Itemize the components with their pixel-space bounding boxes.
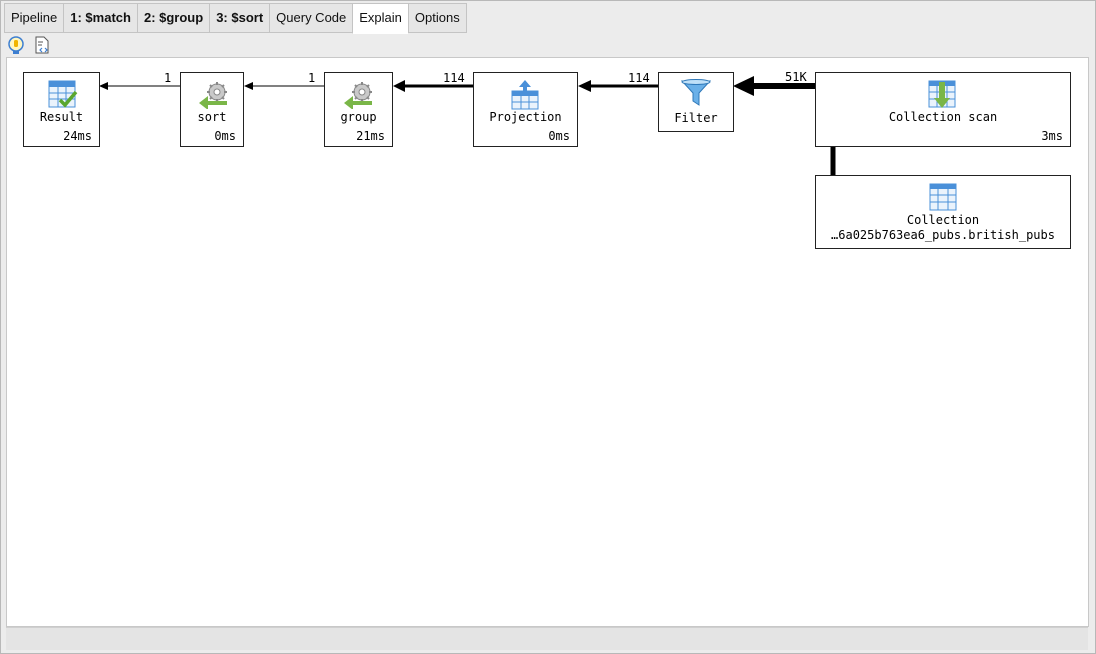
plan-node-projection[interactable]: Projection 0ms	[473, 72, 578, 147]
plan-node-sort-time: 0ms	[214, 129, 236, 143]
plan-node-sort[interactable]: sort 0ms	[180, 72, 244, 147]
plan-node-collection-label: Collection	[906, 213, 980, 227]
lightbulb-icon	[8, 36, 24, 54]
edge-label-group-to-sort: 1	[308, 71, 316, 85]
edge-label-projection-to-group: 114	[443, 71, 465, 85]
table-down-arrow-icon	[928, 80, 956, 108]
tab-pipeline[interactable]: Pipeline	[4, 3, 64, 33]
status-bar	[6, 627, 1088, 650]
explain-document-button[interactable]	[31, 34, 53, 56]
plan-node-collection-scan[interactable]: Collection scan 3ms	[815, 72, 1071, 147]
plan-node-result[interactable]: Result 24ms	[23, 72, 100, 147]
tab-query-code[interactable]: Query Code	[269, 3, 353, 33]
funnel-icon	[681, 79, 711, 106]
tab-match[interactable]: 1: $match	[63, 3, 137, 33]
edge-label-filter-to-projection: 114	[628, 71, 650, 85]
explain-document-icon	[35, 36, 49, 54]
tab-options[interactable]: Options	[407, 3, 467, 33]
edge-label-sort-to-result: 1	[164, 71, 172, 85]
edge-filter-to-projection-arrowhead	[578, 80, 591, 92]
plan-node-collection-scan-time: 3ms	[1041, 129, 1063, 143]
plan-node-filter[interactable]: Filter	[658, 72, 734, 132]
explain-toolbar	[5, 33, 53, 57]
edge-sort-to-result-arrowhead	[99, 82, 108, 90]
plan-node-collection-name: …6a025b763ea6_pubs.british_pubs	[831, 228, 1055, 242]
edge-label-scan-to-filter: 51K	[785, 70, 807, 84]
plan-node-group-label: group	[340, 110, 377, 124]
plan-node-sort-label: sort	[197, 110, 227, 124]
plan-node-projection-label: Projection	[489, 110, 562, 124]
plan-node-group[interactable]: group 21ms	[324, 72, 393, 147]
tab-explain[interactable]: Explain	[352, 3, 408, 34]
table-up-arrow-icon	[511, 80, 539, 110]
lightbulb-button[interactable]	[5, 34, 27, 56]
plan-node-filter-label: Filter	[674, 111, 718, 125]
explain-plan-canvas: 1 1 114 114 51K Result 24ms	[6, 57, 1089, 627]
tab-group[interactable]: 2: $group	[136, 3, 210, 33]
gear-arrow-icon	[344, 82, 372, 109]
table-check-icon	[48, 80, 78, 108]
plan-node-result-label: Result	[39, 110, 84, 124]
plan-node-group-time: 21ms	[356, 129, 385, 143]
edge-projection-to-group-arrowhead	[393, 80, 405, 92]
plan-node-collection[interactable]: Collection …6a025b763ea6_pubs.british_pu…	[815, 175, 1071, 249]
plan-node-result-time: 24ms	[63, 129, 92, 143]
plan-node-projection-time: 0ms	[548, 129, 570, 143]
edge-group-to-sort-arrowhead	[244, 82, 253, 90]
gear-arrow-icon	[199, 82, 227, 109]
plan-node-collection-scan-label: Collection scan	[888, 110, 998, 124]
edge-scan-to-filter-arrowhead	[733, 76, 754, 96]
tab-sort[interactable]: 3: $sort	[209, 3, 270, 33]
table-icon	[929, 183, 957, 211]
tab-bar: Pipeline 1: $match 2: $group 3: $sort Qu…	[4, 3, 467, 34]
